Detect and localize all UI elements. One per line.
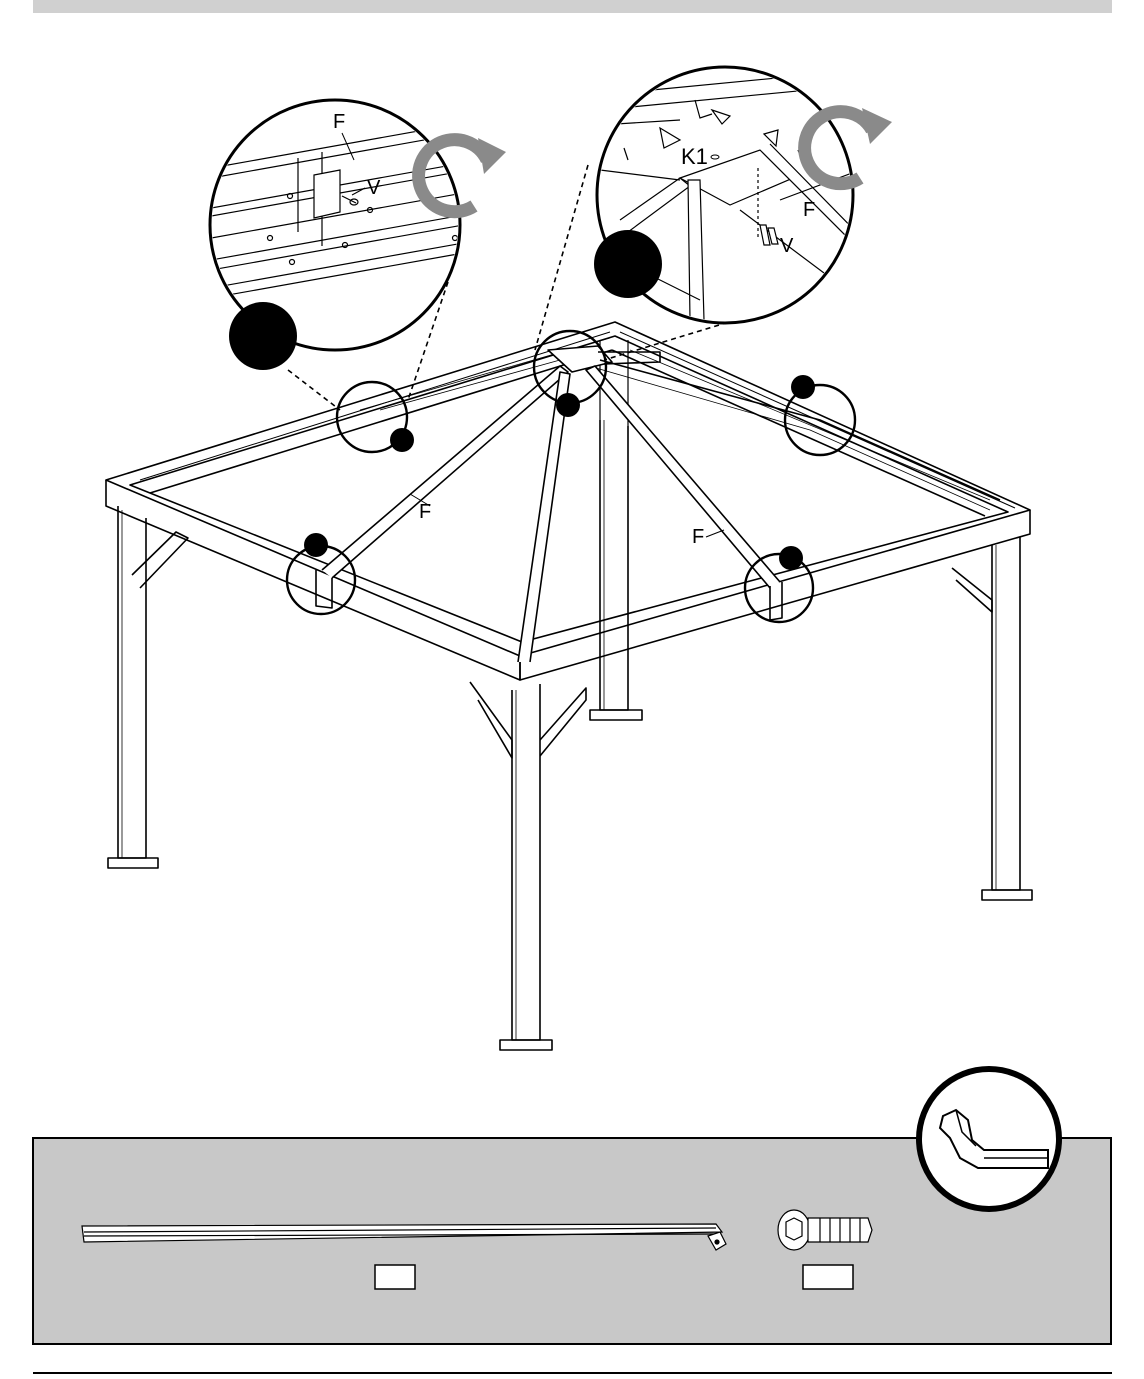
marker-dot [791, 375, 815, 399]
detail-view-left: F V [200, 100, 506, 370]
footer-rule [33, 1372, 1112, 1374]
allen-key-icon [919, 1069, 1059, 1209]
detail-center-hub-label: K1 [681, 144, 708, 169]
detail-center-screw-label: V [780, 235, 794, 257]
detail-center-part-label: F [803, 199, 815, 221]
detail-center-marker [594, 230, 662, 298]
detail-left-marker [229, 302, 297, 370]
beam-part-box [375, 1265, 415, 1289]
gazebo-frame [106, 322, 1032, 1050]
marker-dot [304, 533, 328, 557]
detail-left-screw-label: V [367, 177, 381, 199]
header-bar [33, 0, 1112, 13]
beam-label-right: F [692, 526, 704, 548]
beam-label-left: F [419, 501, 431, 523]
detail-view-center: K1 F V [594, 67, 892, 323]
marker-dot [779, 546, 803, 570]
marker-dot [390, 428, 414, 452]
marker-dot [556, 393, 580, 417]
screw-part-box [803, 1265, 853, 1289]
parts-tray [33, 1069, 1111, 1344]
detail-left-part-label: F [333, 111, 345, 133]
